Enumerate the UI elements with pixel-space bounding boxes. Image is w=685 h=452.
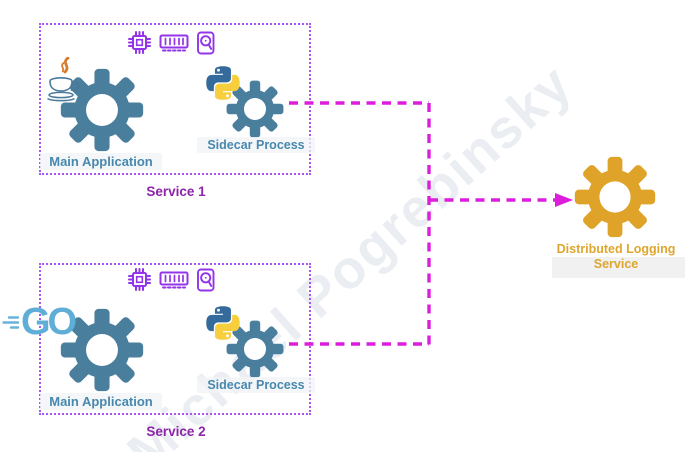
logging-service-label-line2: Service	[593, 257, 639, 271]
cpu-icon	[128, 268, 151, 291]
disk-icon	[197, 268, 215, 291]
service-1-boundary	[39, 23, 311, 175]
service-2-sidecar-label: Sidecar Process	[197, 377, 315, 393]
memory-icon	[159, 271, 189, 289]
go-logo-text: GO	[21, 301, 77, 343]
logging-service-gear-icon	[574, 156, 656, 238]
disk-icon	[197, 31, 215, 54]
go-speed-lines-icon	[2, 315, 20, 329]
python-icon	[204, 64, 242, 107]
service-2-title: Service 2	[146, 424, 206, 439]
memory-icon	[159, 34, 189, 52]
service-1-main-app-label: Main Application	[40, 153, 162, 170]
logging-label-highlight-band	[552, 257, 685, 278]
python-icon	[204, 304, 242, 347]
java-icon	[44, 56, 84, 108]
service-1-sidecar-label: Sidecar Process	[197, 137, 315, 153]
go-icon: GO	[2, 301, 77, 343]
service-1-title: Service 1	[146, 184, 206, 199]
service-1-resource-icons	[127, 30, 216, 55]
logging-service-label-line1: Distributed Logging	[556, 242, 676, 256]
service-2-boundary	[39, 263, 311, 415]
service-2-resource-icons	[127, 267, 216, 292]
service-2-main-app-label: Main Application	[40, 393, 162, 410]
arrowhead-icon	[555, 193, 573, 207]
cpu-icon	[128, 31, 151, 54]
